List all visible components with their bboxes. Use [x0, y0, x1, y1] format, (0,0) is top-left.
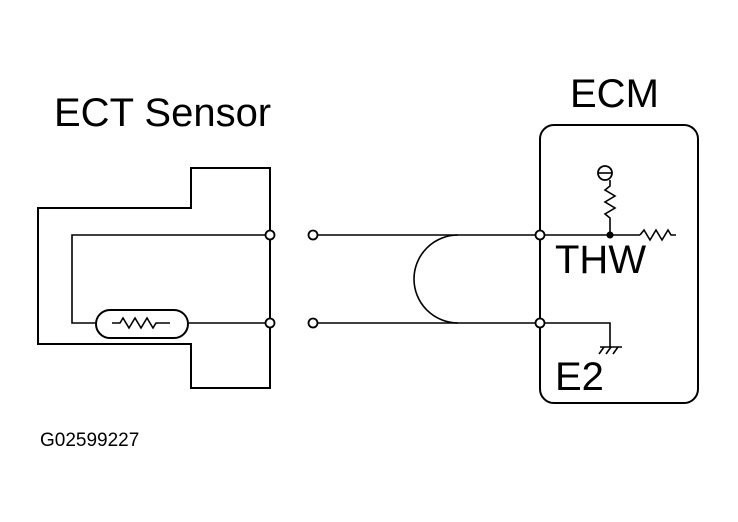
e2-terminal-label: E2	[555, 355, 604, 399]
sensor-label: ECT Sensor	[54, 91, 271, 135]
ground-icon-hatch-2	[605, 346, 612, 355]
ecm-box	[539, 124, 699, 404]
ecm-inline-resistor-icon	[639, 228, 676, 242]
sensor-housing	[37, 167, 271, 389]
ecm-pullup-resistor-icon	[603, 180, 617, 235]
thermistor-resistor-icon	[112, 316, 170, 330]
twisted-pair-loop	[413, 234, 459, 324]
ecm-label: ECM	[570, 72, 659, 116]
harness-terminal-e2	[307, 317, 319, 329]
ecm-terminal-e2	[534, 317, 546, 329]
sensor-terminal-thw	[264, 229, 276, 241]
harness-terminal-thw	[307, 229, 319, 241]
ground-icon-hatch-3	[612, 346, 619, 355]
thermistor-body	[95, 309, 189, 339]
ground-icon-hatch-1	[598, 346, 605, 355]
sensor-terminal-e2	[264, 317, 276, 329]
ecm-e2-line	[545, 322, 611, 347]
figure-code: G02599227	[40, 430, 139, 451]
ecm-terminal-thw	[534, 229, 546, 241]
sensor-internal-wire	[71, 234, 270, 324]
thw-terminal-label: THW	[555, 238, 646, 282]
